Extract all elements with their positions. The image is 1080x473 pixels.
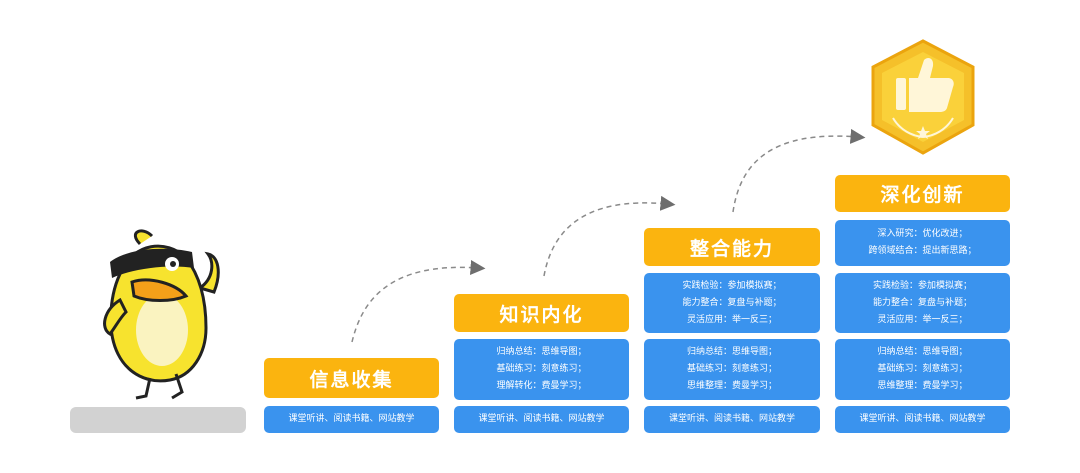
stage-title-4: 深化创新: [835, 175, 1010, 212]
box-line: 思维整理：费曼学习；: [877, 381, 968, 391]
stage-3-box-1: 实践检验：参加模拟赛； 能力整合：复盘与补题； 灵活应用：举一反三；: [644, 273, 820, 333]
box-line: 实践检验：参加模拟赛；: [682, 280, 782, 291]
stage-1-box-1: 课堂听讲、阅读书籍、网站教学: [264, 406, 439, 433]
stage-4-box-3: 归纳总结：思维导图； 基础练习：刻意练习； 思维整理：费曼学习；: [835, 339, 1010, 400]
box-line: 灵活应用：举一反三；: [877, 314, 968, 325]
stage-title-1: 信息收集: [264, 358, 439, 398]
dashed-arrow-icon: [543, 195, 676, 277]
dashed-arrow-icon: [351, 260, 486, 343]
stage-title-label: 整合能力: [689, 237, 774, 260]
duck-mascot-icon: [103, 229, 220, 400]
box-line: 归纳总结：思维导图；: [686, 347, 777, 357]
box-line: 深入研究：优化改进；: [877, 229, 968, 239]
stage-title-3: 整合能力: [644, 228, 820, 266]
stage-2-box-2: 课堂听讲、阅读书籍、网站教学: [454, 406, 629, 433]
box-line: 思维整理：费曼学习；: [686, 381, 777, 391]
ground-platform: [70, 407, 246, 433]
box-line: 灵活应用：举一反三；: [686, 314, 777, 325]
box-line: 课堂听讲、阅读书籍、网站教学: [478, 414, 605, 424]
dashed-arrow-icon: [732, 128, 866, 213]
stage-2-box-1: 归纳总结：思维导图； 基础练习：刻意练习； 理解转化：费曼学习；: [454, 339, 629, 400]
box-line: 基础练习：刻意练习；: [877, 364, 968, 374]
box-line: 课堂听讲、阅读书籍、网站教学: [859, 414, 986, 424]
box-line: 基础练习：刻意练习；: [496, 364, 587, 374]
stage-title-label: 知识内化: [499, 303, 584, 326]
box-line: 能力整合：复盘与补题；: [872, 297, 972, 308]
box-line: 实践检验：参加模拟赛；: [872, 280, 972, 291]
box-line: 归纳总结：思维导图；: [877, 347, 968, 357]
stage-4-box-1: 深入研究：优化改进； 跨领域结合：提出新思路；: [835, 220, 1010, 266]
stage-3-box-3: 课堂听讲、阅读书籍、网站教学: [644, 406, 820, 433]
box-line: 理解转化：费曼学习；: [496, 381, 587, 391]
stage-title-label: 深化创新: [880, 184, 965, 206]
stage-4-box-4: 课堂听讲、阅读书籍、网站教学: [835, 406, 1010, 433]
stage-3-box-2: 归纳总结：思维导图； 基础练习：刻意练习； 思维整理：费曼学习；: [644, 339, 820, 400]
box-line: 跨领域结合：提出新思路；: [868, 246, 977, 256]
stage-title-2: 知识内化: [454, 294, 629, 332]
box-line: 归纳总结：思维导图；: [496, 347, 587, 357]
box-line: 能力整合：复盘与补题；: [682, 297, 782, 308]
thumbs-up-badge-icon: [871, 39, 975, 155]
stage-title-label: 信息收集: [309, 368, 394, 391]
box-line: 课堂听讲、阅读书籍、网站教学: [288, 414, 415, 424]
box-line: 课堂听讲、阅读书籍、网站教学: [668, 414, 795, 424]
box-line: 基础练习：刻意练习；: [686, 364, 777, 374]
stage-4-box-2: 实践检验：参加模拟赛； 能力整合：复盘与补题； 灵活应用：举一反三；: [835, 273, 1010, 333]
